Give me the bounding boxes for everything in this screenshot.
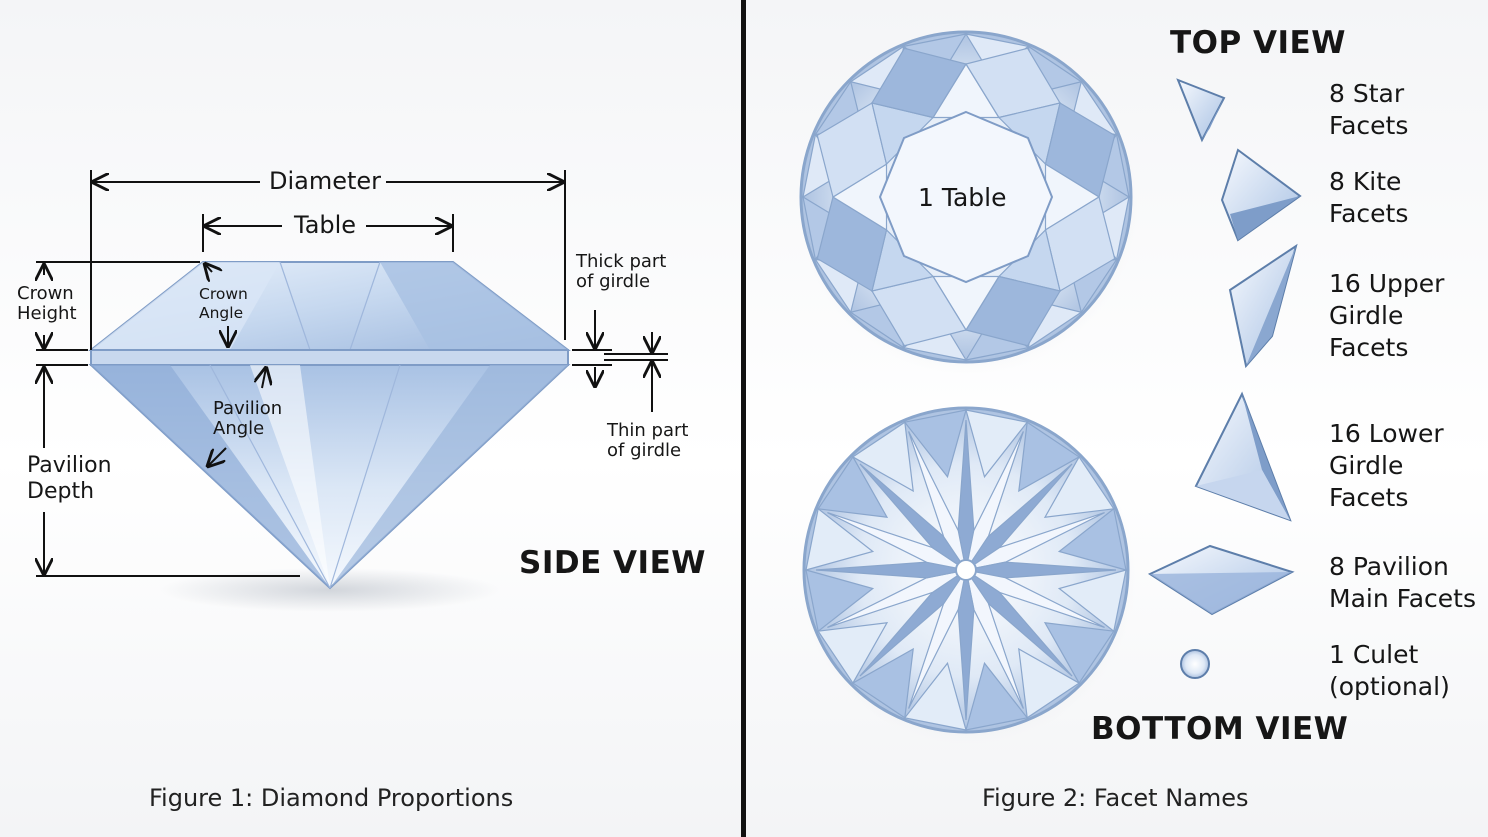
lower-girdle-facet	[965, 409, 1029, 479]
thick-girdle-label: Thick part of girdle	[576, 251, 667, 293]
dimension-lines	[36, 170, 668, 577]
facet-name-culet: 1 Culet (optional)	[1329, 640, 1450, 701]
facet-name-star: 8 Star Facets	[1329, 79, 1409, 140]
lower-girdle-facet	[1018, 421, 1081, 493]
facet-name-upper-girdle: 16 Upper Girdle Facets	[1329, 269, 1445, 362]
top-view-diamond	[798, 30, 1138, 374]
figure-1-caption: Figure 1: Diamond Proportions	[149, 784, 514, 812]
lower-girdle-facet	[851, 421, 914, 493]
lower-girdle-facet	[1018, 647, 1081, 719]
lower-girdle-facet	[903, 409, 967, 479]
panel-divider	[741, 0, 746, 837]
top-view-title: TOP VIEW	[1170, 25, 1346, 61]
diameter-label: Diameter	[269, 167, 382, 195]
culet-icon	[1180, 649, 1210, 679]
facet-name-lower-girdle: 16 Lower Girdle Facets	[1329, 419, 1444, 512]
pavilion-angle-label: Pavilion Angle	[213, 398, 283, 440]
table-label: Table	[294, 211, 357, 239]
bottom-view-title: BOTTOM VIEW	[1091, 711, 1349, 747]
pavilion-depth-label: Pavilion Depth	[27, 453, 112, 504]
facet-name-pavilion-main: 8 Pavilion Main Facets	[1329, 552, 1476, 613]
thin-girdle-label: Thin part of girdle	[607, 420, 689, 462]
lower-girdle-facet	[1043, 455, 1115, 518]
crown-angle-label: Crown Angle	[199, 285, 248, 322]
star-facet-icon	[1176, 78, 1226, 143]
lower-girdle-facet	[965, 661, 1029, 731]
lower-girdle-facet	[1043, 622, 1115, 685]
lower-girdle-facet	[805, 569, 875, 633]
lower-girdle-facet	[817, 455, 889, 518]
side-diamond	[88, 261, 571, 612]
lower-girdle-facet	[1057, 569, 1127, 633]
bottom-view-diamond	[800, 406, 1136, 744]
kite-facet	[871, 47, 967, 119]
upper-girdle-facet-icon	[1228, 243, 1298, 369]
side-view-title: SIDE VIEW	[519, 545, 706, 581]
table-facet-label: 1 Table	[918, 183, 1007, 212]
lower-girdle-facet	[903, 661, 967, 731]
lower-girdle-facet	[851, 647, 914, 719]
pavilion-main-facet-icon	[1147, 544, 1295, 616]
lower-girdle-facet-icon	[1194, 391, 1292, 522]
pavilion-main-facet	[908, 431, 967, 571]
lower-girdle-facet	[1057, 507, 1127, 571]
kite-facet-icon	[1220, 148, 1302, 242]
facet-name-kite: 8 Kite Facets	[1329, 167, 1409, 228]
lower-girdle-facet	[805, 507, 875, 571]
figure-2-caption: Figure 2: Facet Names	[982, 784, 1249, 812]
crown-height-label: Crown Height	[17, 283, 77, 325]
lower-girdle-facet	[817, 622, 889, 685]
